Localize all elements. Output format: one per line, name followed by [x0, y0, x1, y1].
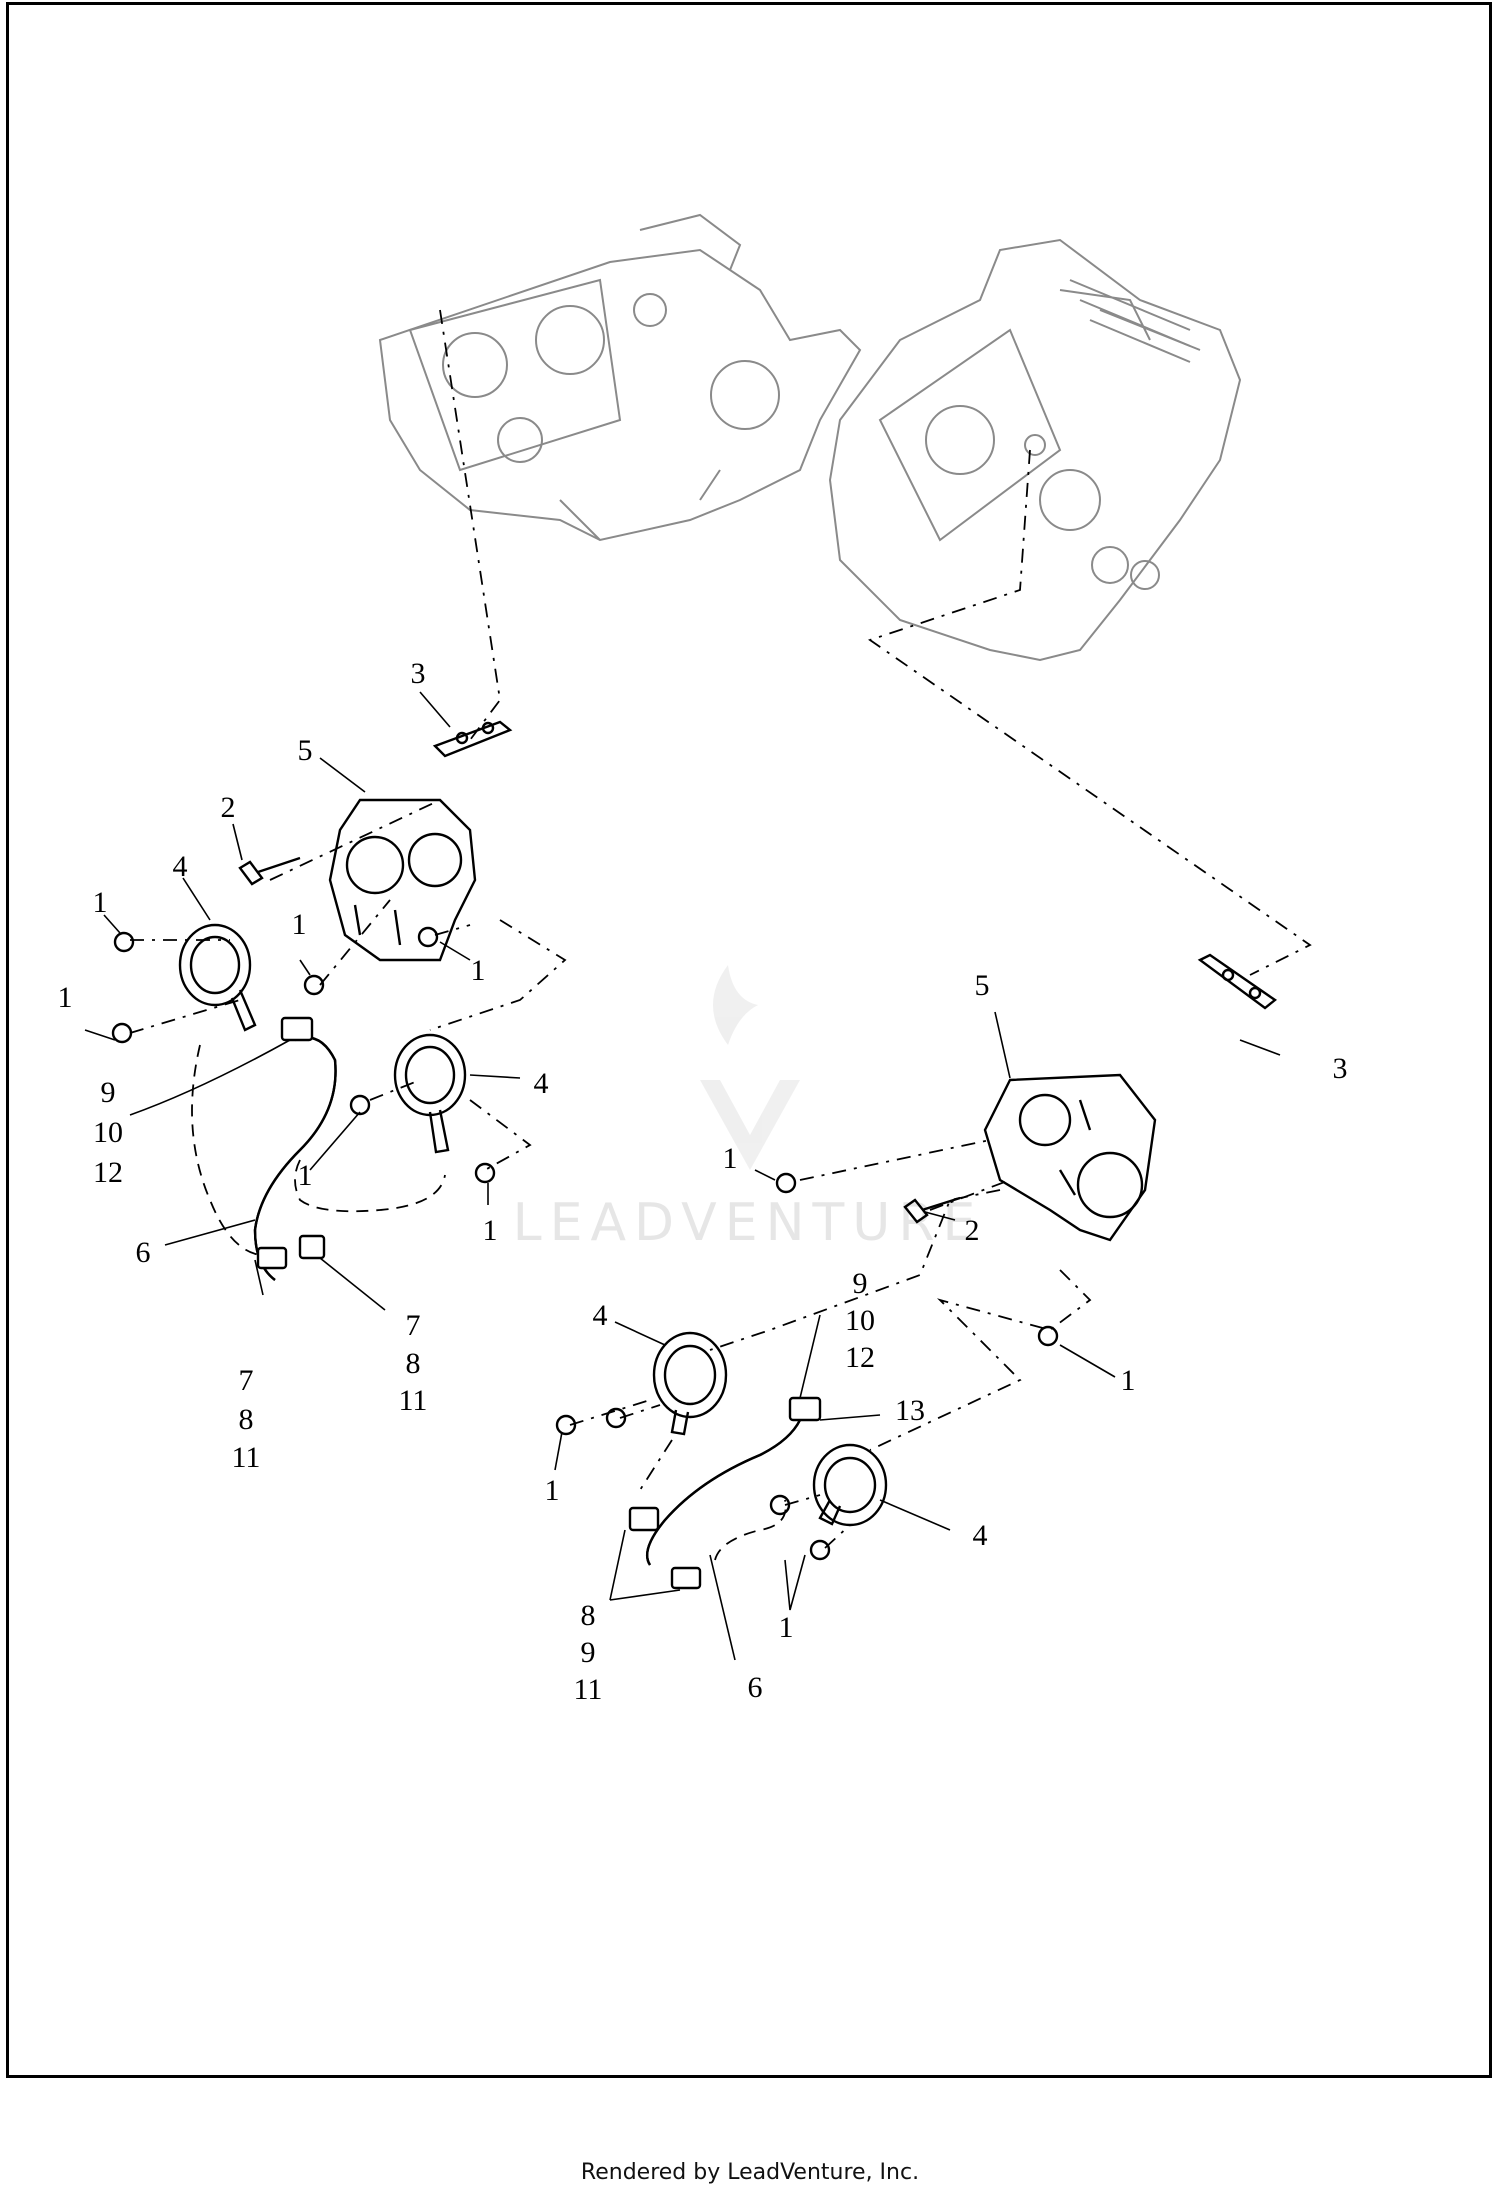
- nuts-left: [111, 926, 496, 1184]
- part-4-right-upper: [652, 1331, 728, 1436]
- callout-6-left: 6: [136, 1236, 151, 1269]
- footer-credit: Rendered by LeadVenture, Inc.: [580, 2160, 920, 2185]
- callout-5-left: 5: [298, 734, 313, 767]
- callout-7-left-b: 7: [239, 1364, 254, 1397]
- callout-11-right: 11: [574, 1673, 603, 1706]
- callout-labels: 3 5 2 4 1 1 1 1 4 1 9 10 12 6 1 7 8 11 7…: [58, 657, 1348, 1706]
- callout-4-left-lower: 4: [534, 1067, 549, 1100]
- cylinder-head-rear: [828, 238, 1242, 662]
- callout-8-left-a: 8: [406, 1347, 421, 1380]
- callout-3-left: 3: [411, 657, 426, 690]
- callout-2-left: 2: [221, 791, 236, 824]
- callout-1-j: 1: [779, 1611, 794, 1644]
- callout-10-right: 10: [845, 1304, 875, 1337]
- part-3-right: [1197, 953, 1278, 1010]
- callout-7-right: 8: [581, 1599, 596, 1632]
- callout-11-left-b: 11: [232, 1441, 261, 1474]
- callout-9-right: 9: [853, 1267, 868, 1300]
- callout-8-right: 9: [581, 1636, 596, 1669]
- callout-1-e: 1: [298, 1159, 313, 1192]
- callout-8-left-b: 8: [239, 1403, 254, 1436]
- callout-1-g: 1: [723, 1142, 738, 1175]
- callout-1-a: 1: [93, 886, 108, 919]
- callout-1-d: 1: [471, 954, 486, 987]
- watermark-logo: [700, 965, 800, 1170]
- callout-1-h: 1: [1121, 1364, 1136, 1397]
- part-4-left-upper: [178, 923, 257, 1032]
- part-6-right: [628, 1396, 822, 1590]
- watermark-text: LEADVENTURE: [513, 1193, 984, 1253]
- assembly-lines: [129, 309, 1312, 1561]
- callout-11-left-a: 11: [399, 1384, 428, 1417]
- part-2-right: [903, 1196, 961, 1224]
- callout-13: 13: [895, 1394, 925, 1427]
- callout-12-left: 12: [93, 1156, 123, 1189]
- callout-6-right: 6: [748, 1671, 763, 1704]
- part-5-right: [983, 1073, 1157, 1242]
- callout-4-right-upper: 4: [593, 1299, 608, 1332]
- callout-4-right-lower: 4: [973, 1519, 988, 1552]
- nuts-right: [555, 1172, 1059, 1561]
- part-2-left: [238, 856, 301, 886]
- callout-1-c: 1: [292, 908, 307, 941]
- part-3-left: [432, 720, 513, 758]
- diagram-border: [6, 2, 1492, 2078]
- callout-7-left-a: 7: [406, 1309, 421, 1342]
- callout-1-f: 1: [483, 1214, 498, 1247]
- callout-12-right: 12: [845, 1341, 875, 1374]
- callout-2-right: 2: [965, 1214, 980, 1247]
- part-4-left-lower: [393, 1033, 467, 1154]
- cylinder-head-front: [378, 213, 862, 542]
- callout-1-b: 1: [58, 981, 73, 1014]
- part-4-right-lower: [812, 1443, 888, 1527]
- part-5-left: [328, 798, 477, 962]
- callout-5-right: 5: [975, 969, 990, 1002]
- callout-4-left-upper: 4: [173, 850, 188, 883]
- leader-lines: [84, 691, 1281, 1661]
- callout-3-right: 3: [1333, 1052, 1348, 1085]
- callout-10-left: 10: [93, 1116, 123, 1149]
- part-6-left: [253, 1016, 337, 1281]
- callout-1-i: 1: [545, 1474, 560, 1507]
- callout-9-left: 9: [101, 1076, 116, 1109]
